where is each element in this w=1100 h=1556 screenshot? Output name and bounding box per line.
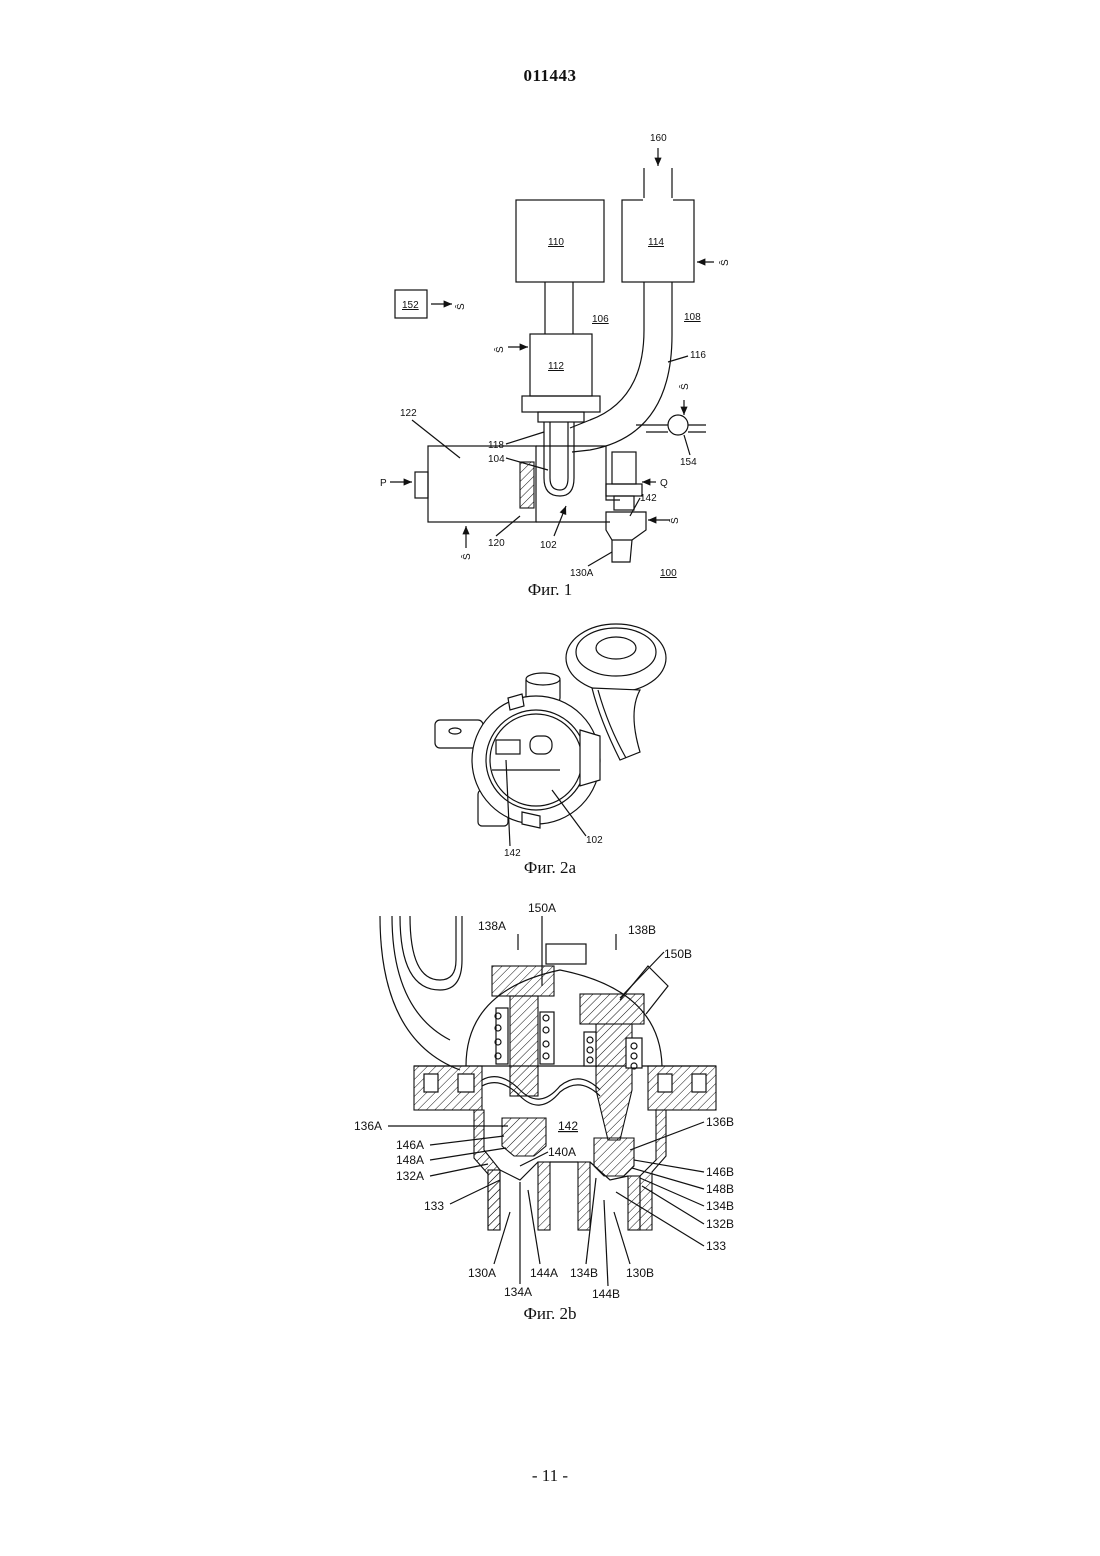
label-134b-right: 134B [706, 1199, 734, 1213]
label-148a: 148A [396, 1153, 424, 1167]
label-146b: 146B [706, 1165, 734, 1179]
label-150b: 150B [664, 947, 692, 961]
page-number: - 11 - [0, 1466, 1100, 1486]
label-130a-2b: 130A [468, 1266, 496, 1280]
label-133-left: 133 [424, 1199, 444, 1213]
label-132a: 132A [396, 1169, 424, 1183]
label-136b: 136B [706, 1115, 734, 1129]
label-142-2b: 142 [558, 1119, 578, 1133]
label-132b: 132B [706, 1217, 734, 1231]
label-134b-bottom: 134B [570, 1266, 598, 1280]
label-134a: 134A [504, 1285, 532, 1299]
label-140a: 140A [548, 1145, 576, 1159]
label-138b: 138B [628, 923, 656, 937]
label-136a: 136A [354, 1119, 382, 1133]
label-130b: 130B [626, 1266, 654, 1280]
figure-2b-caption: Фиг. 2b [0, 1304, 1100, 1324]
label-146a: 146A [396, 1138, 424, 1152]
label-133-right: 133 [706, 1239, 726, 1253]
label-150a: 150A [528, 901, 556, 915]
label-144a: 144A [530, 1266, 558, 1280]
label-138a: 138A [478, 919, 506, 933]
label-148b: 148B [706, 1182, 734, 1196]
label-144b: 144B [592, 1287, 620, 1301]
